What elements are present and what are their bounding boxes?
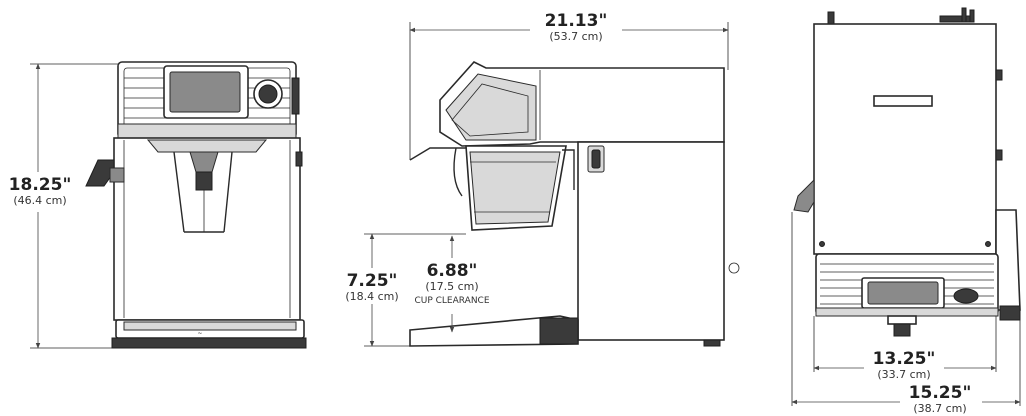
cup-clearance-label: CUP CLEARANCE xyxy=(414,296,489,306)
front-height-value: 18.25" xyxy=(9,175,72,195)
front-display-screen xyxy=(169,71,241,113)
top-inner-width-value: 13.25" xyxy=(873,349,936,369)
top-outer-width-value: 15.25" xyxy=(909,383,972,403)
side-switch-icon xyxy=(591,149,601,169)
side-view: 21.13" (53.7 cm) 7.25" (18.4 cm) xyxy=(334,10,740,347)
top-left-faucet xyxy=(793,178,815,213)
front-control-knob xyxy=(258,84,278,104)
front-view: 18.25" (46.4 cm) xyxy=(4,61,307,349)
front-height-metric: (46.4 cm) xyxy=(13,194,66,207)
top-view: 13.25" (33.7 cm) 15.25" (38.7 cm) xyxy=(791,7,1021,416)
cup-clearance-metric: (17.5 cm) xyxy=(425,280,478,293)
top-main-housing xyxy=(813,23,997,255)
side-base-height-metric: (18.4 cm) xyxy=(345,290,398,303)
side-width-value: 21.13" xyxy=(545,11,608,31)
top-outer-width-metric: (38.7 cm) xyxy=(913,402,966,415)
top-right-faucet xyxy=(995,209,1021,311)
side-width-metric: (53.7 cm) xyxy=(549,30,602,43)
top-control-knob xyxy=(953,288,979,304)
svg-text:~: ~ xyxy=(197,330,202,337)
side-body xyxy=(577,141,725,341)
side-base-height-value: 7.25" xyxy=(347,271,398,291)
top-label-plate xyxy=(873,95,933,107)
top-display-screen xyxy=(867,281,939,305)
top-inner-width-metric: (33.7 cm) xyxy=(877,368,930,381)
cup-clearance-value: 6.88" xyxy=(427,261,478,281)
